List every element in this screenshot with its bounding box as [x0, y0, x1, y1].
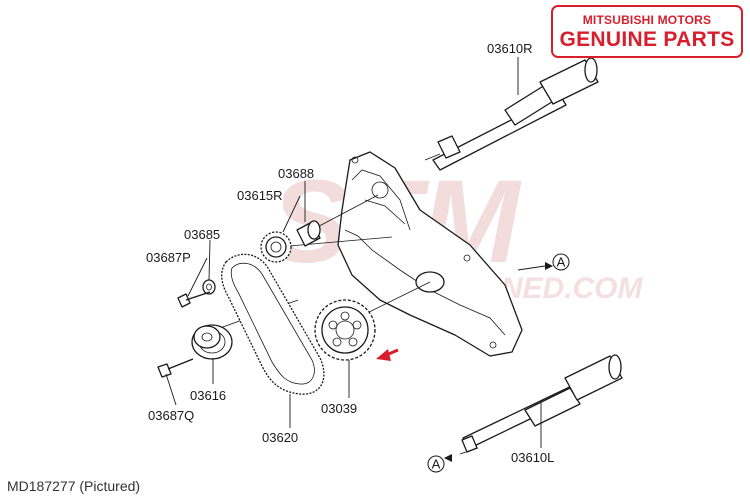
- label-03687Q[interactable]: 03687Q: [148, 408, 194, 423]
- label-03039[interactable]: 03039: [321, 401, 357, 416]
- timing-belt-03620: [221, 253, 325, 395]
- sprocket-03039: [314, 299, 376, 361]
- ref-label-a-upper: A: [557, 255, 566, 270]
- leader-lines: [165, 57, 546, 455]
- genuine-parts-badge: MITSUBISHI MOTORS GENUINE PARTS: [551, 5, 743, 58]
- label-03688[interactable]: 03688: [278, 166, 314, 181]
- spacer-03688: [296, 220, 321, 247]
- label-03615R[interactable]: 03615R: [237, 188, 283, 203]
- bolt-03687P: [177, 291, 211, 308]
- part-number-caption: MD187277 (Pictured): [7, 478, 141, 494]
- highlight-arrow-icon: [376, 348, 399, 361]
- ref-label-a-lower: A: [432, 457, 441, 472]
- badge-brand: MITSUBISHI MOTORS: [582, 13, 712, 27]
- balancer-shaft-right: [424, 57, 599, 171]
- label-03687P[interactable]: 03687P: [146, 250, 191, 265]
- reference-a-lower: A: [427, 454, 452, 473]
- label-03610L[interactable]: 03610L: [511, 450, 554, 465]
- bolt-03687Q: [157, 358, 194, 378]
- balancer-shaft-left: [461, 354, 623, 453]
- reference-a-upper: A: [545, 253, 570, 271]
- label-03685[interactable]: 03685: [184, 227, 220, 242]
- part-labels: 03610R 03688 03615R 03685 03687P 03616 0…: [146, 41, 554, 465]
- label-03620[interactable]: 03620: [262, 430, 298, 445]
- badge-title: GENUINE PARTS: [559, 28, 735, 51]
- tensioner-03616: [191, 324, 233, 360]
- label-03616[interactable]: 03616: [190, 388, 226, 403]
- sprocket-03615R: [260, 231, 292, 263]
- label-03610R[interactable]: 03610R: [487, 41, 533, 56]
